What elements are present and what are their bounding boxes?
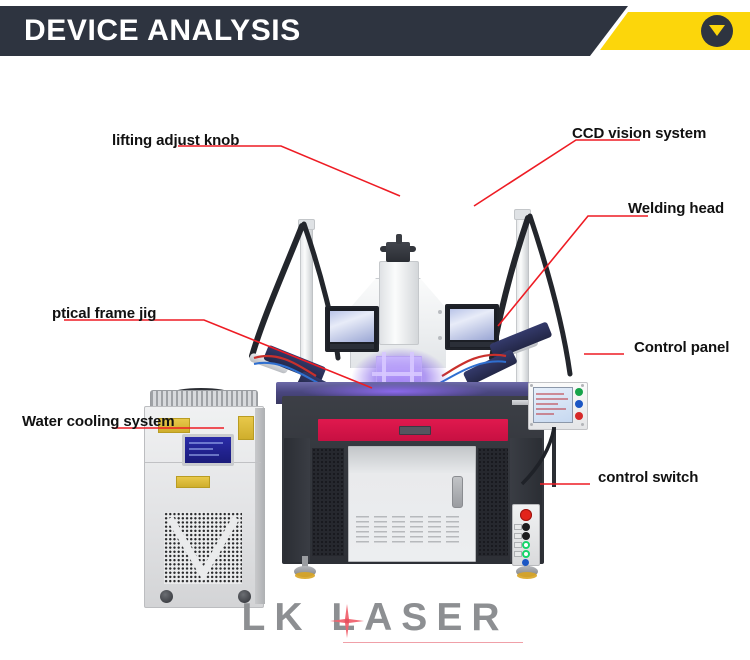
ccd-monitor-right — [445, 304, 499, 350]
control-switch-box[interactable] — [512, 504, 540, 566]
cabinet-nameplate — [399, 426, 431, 435]
machine-foot-left — [294, 556, 316, 580]
callout-label-lifting-adjust-knob: lifting adjust knob — [112, 132, 240, 149]
chiller-grille-pattern — [166, 516, 240, 581]
switch-green-2[interactable] — [522, 550, 530, 558]
cabinet-door-handle[interactable] — [452, 476, 463, 508]
callout-label-ccd-vision-system: CCD vision system — [572, 125, 707, 142]
switch-black-2[interactable] — [522, 532, 530, 540]
panel-button-red[interactable] — [575, 412, 583, 420]
ccd-monitor-left — [325, 306, 379, 352]
watermark-underline — [343, 642, 523, 643]
callout-leader-lines — [64, 139, 648, 485]
page-header: DEVICE ANALYSIS — [0, 0, 750, 56]
switch-green-1[interactable] — [522, 541, 530, 549]
panel-button-blue[interactable] — [575, 400, 583, 408]
switch-black-1[interactable] — [522, 523, 530, 531]
lifting-adjust-knob-part — [386, 242, 410, 262]
control-panel-touchscreen[interactable] — [533, 387, 573, 423]
worktable-glow — [300, 383, 490, 397]
header-dark-banner — [0, 6, 628, 56]
triangle-down-icon — [709, 25, 725, 36]
chiller-warning-label-side — [238, 416, 254, 440]
header-badge — [701, 15, 733, 47]
callout-label-optical-frame-jig: ptical frame jig — [52, 305, 157, 322]
control-panel-cable — [520, 427, 556, 486]
panel-button-green[interactable] — [575, 388, 583, 396]
switch-blue[interactable] — [522, 559, 529, 566]
chiller-display — [182, 434, 234, 466]
watermark-text: LK LASER — [241, 596, 509, 639]
callout-label-water-cooling-system: Water cooling system — [22, 413, 175, 430]
laser-welding-machine-illustration — [0, 56, 750, 660]
diagram-stage: lifting adjust knob ptical frame jig Wat… — [0, 56, 750, 660]
callout-label-welding-head: Welding head — [628, 200, 725, 217]
emergency-stop-button[interactable] — [520, 509, 532, 521]
cabinet-vent-right — [478, 448, 508, 556]
chiller-warning-label-top — [158, 418, 190, 433]
callout-label-control-panel: Control panel — [634, 339, 730, 356]
cabinet-vent-left — [312, 448, 344, 556]
brand-watermark: LK LASER — [0, 596, 750, 660]
page-title: DEVICE ANALYSIS — [24, 14, 301, 47]
cabinet-door-vents — [356, 516, 464, 546]
laser-sparkle-icon — [330, 604, 364, 638]
callout-label-control-switch: control switch — [598, 469, 699, 486]
chiller-brand-label — [176, 476, 210, 488]
